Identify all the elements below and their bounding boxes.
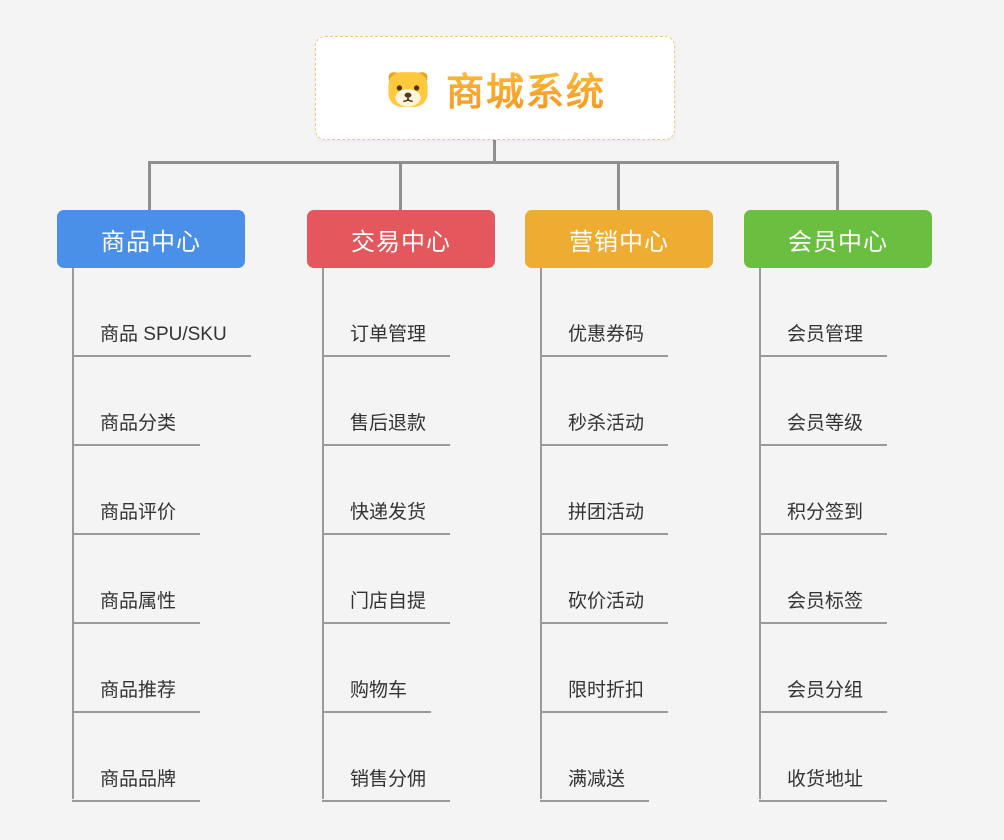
subtopic-row: 拼团活动 (525, 446, 713, 535)
branch-connector-line (72, 268, 74, 799)
subtopic[interactable]: 商品属性 (72, 586, 201, 624)
dog-face-icon (384, 67, 432, 109)
subtopic-row: 商品 SPU/SKU (57, 268, 251, 357)
subtopic[interactable]: 商品评价 (72, 497, 201, 535)
branch-connector-line (759, 268, 761, 799)
branch-node[interactable]: 交易中心 (307, 210, 495, 268)
branch-children: 商品 SPU/SKU 商品分类商品评价商品属性商品推荐商品品牌 (57, 268, 251, 802)
root-node[interactable]: 商城系统 (315, 36, 675, 140)
branch-children: 优惠券码秒杀活动拼团活动砍价活动限时折扣满减送 (525, 268, 713, 802)
branch-connector-line (540, 268, 542, 799)
subtopic-row: 快递发货 (307, 446, 495, 535)
subtopic-row: 商品推荐 (57, 624, 245, 713)
connector-drop-3 (617, 161, 620, 211)
connector-root-stem (493, 139, 496, 163)
subtopic-row: 商品分类 (57, 357, 245, 446)
subtopic[interactable]: 积分签到 (759, 497, 888, 535)
subtopic-row: 销售分佣 (307, 713, 495, 802)
subtopic-row: 会员等级 (744, 357, 932, 446)
subtopic[interactable]: 销售分佣 (322, 764, 451, 802)
branch-children: 订单管理售后退款快递发货门店自提购物车销售分佣 (307, 268, 495, 802)
subtopic-row: 订单管理 (307, 268, 495, 357)
subtopic[interactable]: 会员管理 (759, 319, 888, 357)
subtopic[interactable]: 会员分组 (759, 675, 888, 713)
subtopic-row: 会员管理 (744, 268, 932, 357)
root-title: 商城系统 (446, 61, 606, 116)
subtopic-row: 商品品牌 (57, 713, 245, 802)
subtopic[interactable]: 商品品牌 (72, 764, 201, 802)
subtopic[interactable]: 商品 SPU/SKU (72, 319, 251, 357)
branch-column-3: 营销中心优惠券码秒杀活动拼团活动砍价活动限时折扣满减送 (525, 210, 713, 802)
branch-node[interactable]: 商品中心 (57, 210, 245, 268)
branch-column-2: 交易中心订单管理售后退款快递发货门店自提购物车销售分佣 (307, 210, 495, 802)
subtopic[interactable]: 收货地址 (759, 764, 888, 802)
subtopic-row: 商品属性 (57, 535, 245, 624)
connector-drop-4 (836, 161, 839, 211)
subtopic-row: 售后退款 (307, 357, 495, 446)
subtopic[interactable]: 商品推荐 (72, 675, 201, 713)
subtopic-row: 商品评价 (57, 446, 245, 535)
subtopic[interactable]: 订单管理 (322, 319, 451, 357)
subtopic-row: 门店自提 (307, 535, 495, 624)
subtopic[interactable]: 拼团活动 (540, 497, 669, 535)
subtopic-row: 秒杀活动 (525, 357, 713, 446)
subtopic-row: 收货地址 (744, 713, 932, 802)
branch-node[interactable]: 会员中心 (744, 210, 932, 268)
branch-column-1: 商品中心商品 SPU/SKU 商品分类商品评价商品属性商品推荐商品品牌 (57, 210, 251, 802)
connector-horizontal-bar (148, 161, 839, 164)
connector-drop-2 (399, 161, 402, 211)
branch-node[interactable]: 营销中心 (525, 210, 713, 268)
connector-drop-1 (148, 161, 151, 211)
subtopic[interactable]: 砍价活动 (540, 586, 669, 624)
subtopic[interactable]: 优惠券码 (540, 319, 669, 357)
subtopic[interactable]: 商品分类 (72, 408, 201, 446)
subtopic[interactable]: 限时折扣 (540, 675, 669, 713)
subtopic-row: 限时折扣 (525, 624, 713, 713)
subtopic[interactable]: 购物车 (322, 675, 432, 713)
branch-column-4: 会员中心会员管理会员等级积分签到会员标签会员分组收货地址 (744, 210, 932, 802)
subtopic-row: 满减送 (525, 713, 713, 802)
subtopic[interactable]: 会员标签 (759, 586, 888, 624)
subtopic-row: 购物车 (307, 624, 495, 713)
subtopic[interactable]: 会员等级 (759, 408, 888, 446)
subtopic[interactable]: 秒杀活动 (540, 408, 669, 446)
subtopic[interactable]: 满减送 (540, 764, 650, 802)
subtopic-row: 砍价活动 (525, 535, 713, 624)
subtopic-row: 优惠券码 (525, 268, 713, 357)
branch-connector-line (322, 268, 324, 799)
subtopic-row: 积分签到 (744, 446, 932, 535)
subtopic-row: 会员标签 (744, 535, 932, 624)
subtopic[interactable]: 门店自提 (322, 586, 451, 624)
branch-children: 会员管理会员等级积分签到会员标签会员分组收货地址 (744, 268, 932, 802)
subtopic[interactable]: 快递发货 (322, 497, 451, 535)
subtopic[interactable]: 售后退款 (322, 408, 451, 446)
subtopic-row: 会员分组 (744, 624, 932, 713)
